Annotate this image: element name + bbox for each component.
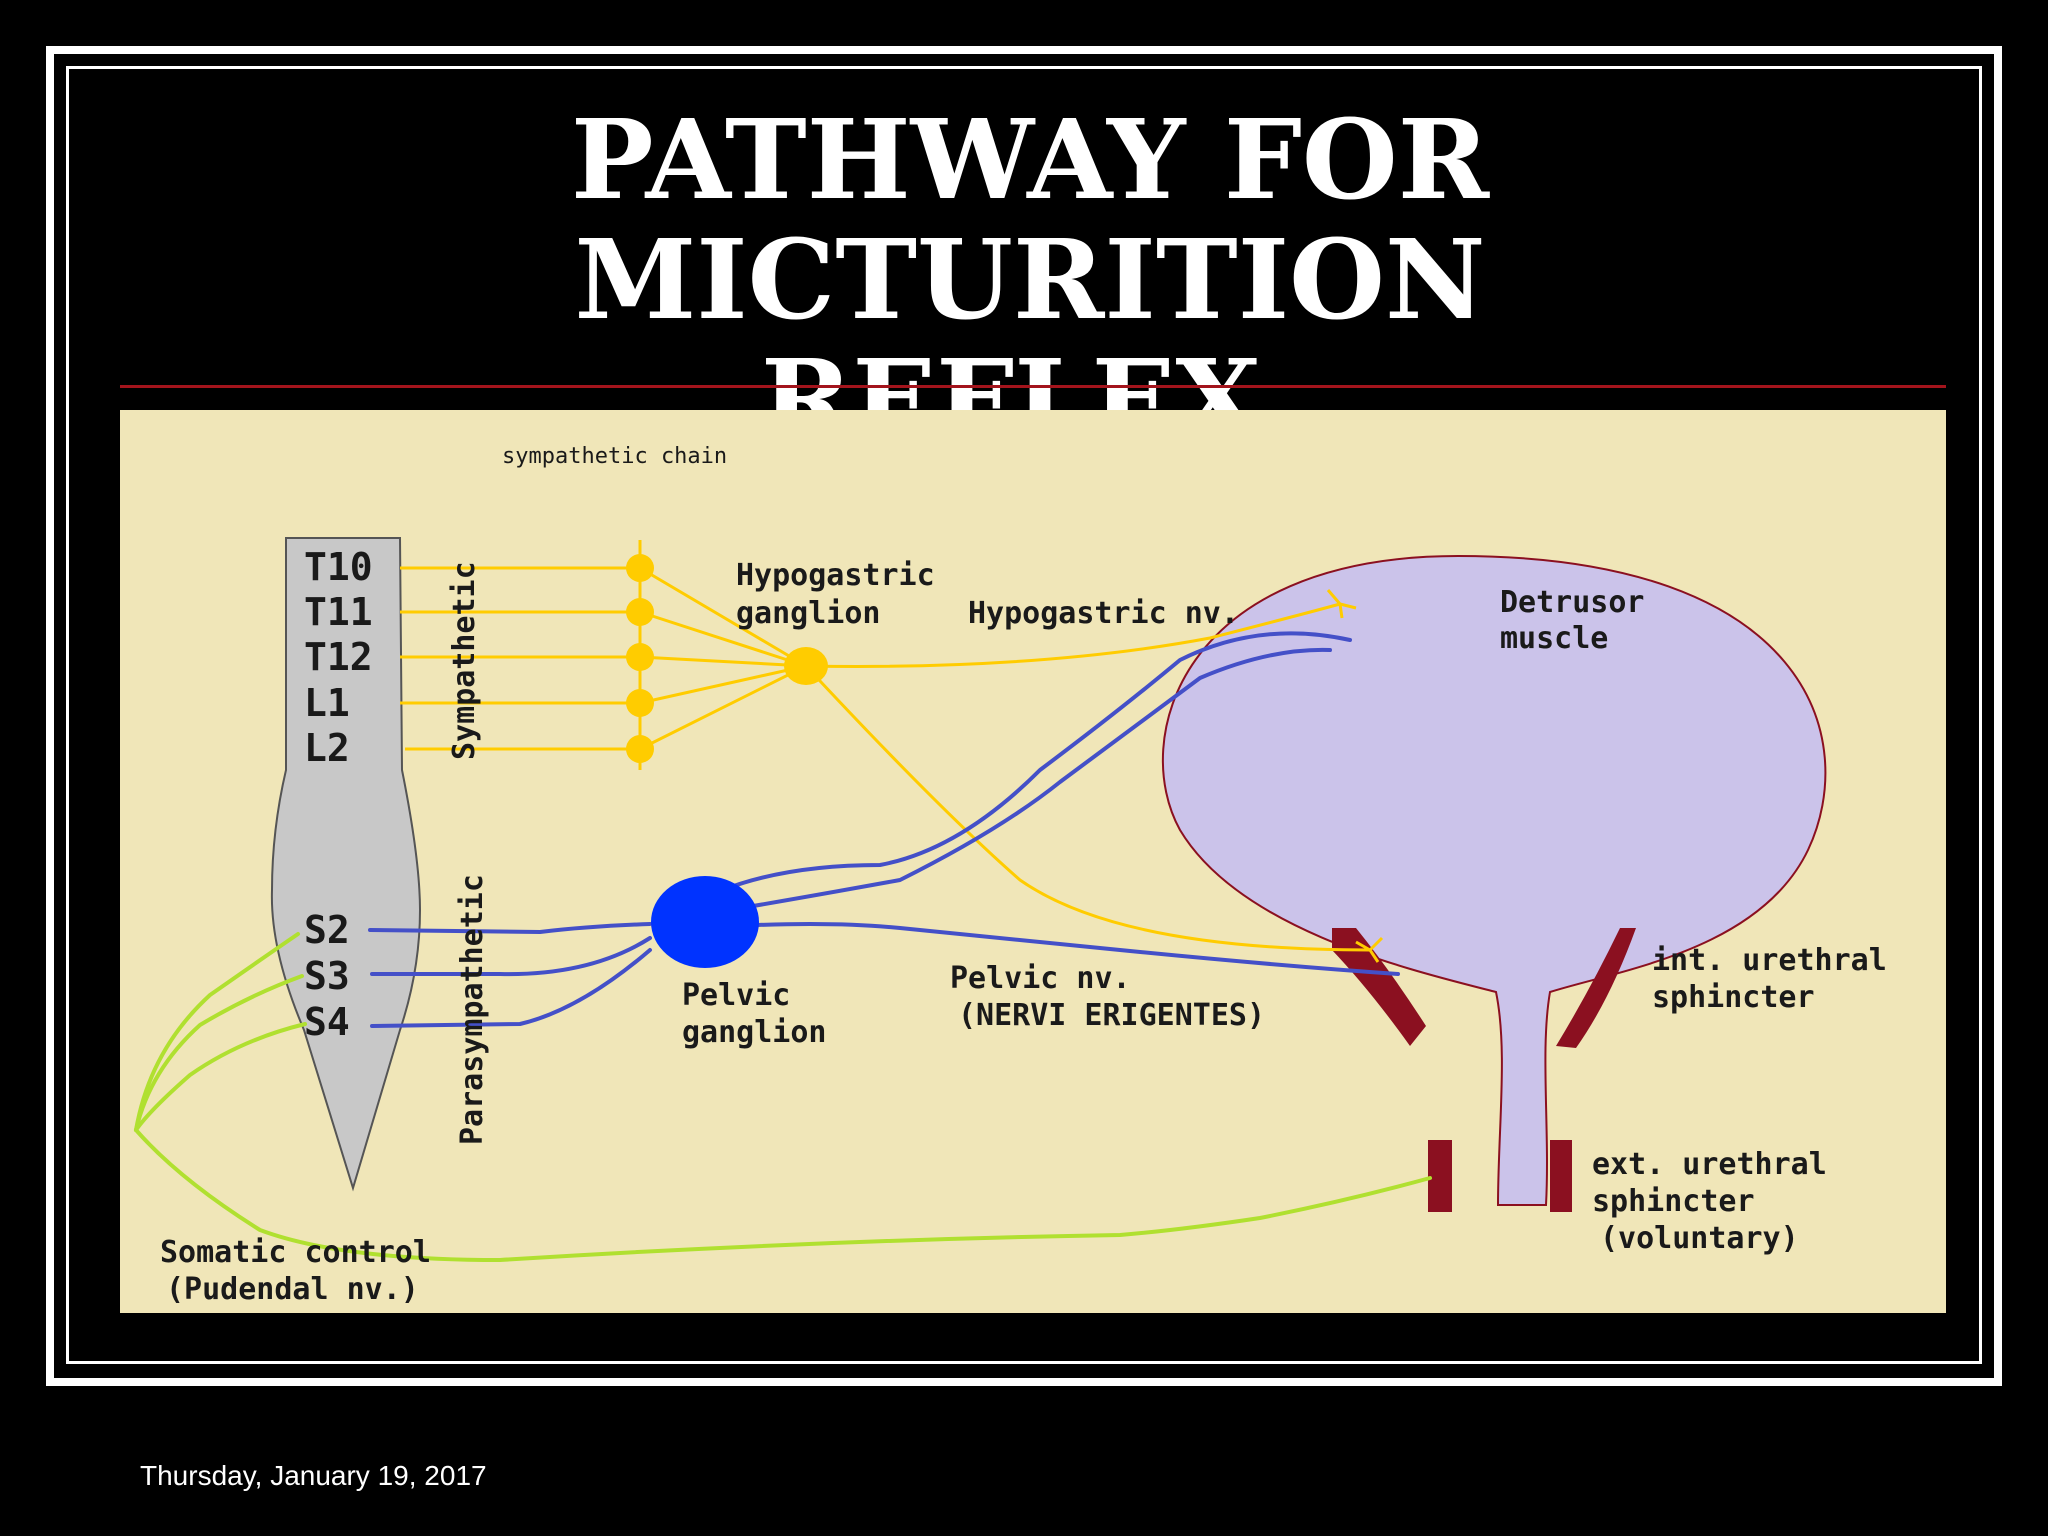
sympathetic-chain-label: sympathetic chain <box>502 444 727 469</box>
ext-sphincter-label-3: (voluntary) <box>1600 1221 1799 1256</box>
hypogastric-nerve <box>805 602 1341 668</box>
node-t12 <box>626 643 654 671</box>
somatic-s2 <box>134 932 300 1132</box>
segment-s2: S2 <box>304 908 350 952</box>
somatic-nerves <box>134 932 1432 1263</box>
micturition-diagram: sympathetic chain T10 T11 T12 L1 L2 S2 S… <box>120 410 1946 1313</box>
segment-t11: T11 <box>304 590 373 634</box>
hypogastric-to-sphincter <box>804 664 1371 952</box>
pelvic-ganglion-label-2: ganglion <box>682 1015 827 1050</box>
pelvic-nv-label-1: Pelvic nv. <box>950 961 1131 996</box>
hypogastric-nerve-ending <box>1326 589 1357 619</box>
node-l2 <box>626 735 654 763</box>
segment-l2: L2 <box>304 726 350 770</box>
segment-t10: T10 <box>304 545 373 589</box>
sympathetic-label: Sympathetic <box>447 561 482 760</box>
ext-sphincter-label-2: sphincter <box>1592 1184 1755 1219</box>
hypogastric-nv-label: Hypogastric nv. <box>968 596 1239 631</box>
segment-s3: S3 <box>304 954 350 998</box>
nerve-s3 <box>370 936 652 977</box>
parasympathetic-label: Parasympathetic <box>455 874 490 1145</box>
sphincter-nerve-ending <box>1355 936 1384 963</box>
somatic-label-1: Somatic control <box>160 1235 431 1270</box>
nerve-s2 <box>368 922 652 935</box>
pelvic-nv-label-2: (NERVI ERIGENTES) <box>958 998 1265 1033</box>
pelvic-to-detrusor-2 <box>698 647 1332 917</box>
int-sphincter-label-2: sphincter <box>1652 980 1815 1015</box>
title-line-1: PATHWAY FOR MICTURITION <box>570 95 1490 344</box>
node-l1 <box>626 689 654 717</box>
pelvic-ganglion-node <box>651 876 759 968</box>
footer-date: Thursday, January 19, 2017 <box>140 1460 487 1491</box>
int-urethral-sphincter-right <box>1556 928 1636 1048</box>
slide-title: PATHWAY FOR MICTURITION REFLEX. <box>120 100 1940 460</box>
detrusor-label-2: muscle <box>1500 621 1608 656</box>
ext-sphincter-label-1: ext. urethral <box>1592 1147 1827 1182</box>
parasympathetic-nerves <box>368 631 1400 1028</box>
pelvic-nerve <box>698 922 1400 976</box>
somatic-s3 <box>134 974 304 1132</box>
segment-l1: L1 <box>304 681 350 725</box>
hypogastric-ganglion-label-2: ganglion <box>736 596 881 631</box>
sympathetic-nerves <box>400 540 1384 963</box>
node-t11 <box>626 598 654 626</box>
int-urethral-sphincter-left <box>1332 928 1426 1046</box>
node-t10 <box>626 554 654 582</box>
ext-urethral-sphincter-left <box>1428 1140 1452 1212</box>
somatic-s4 <box>134 1022 307 1132</box>
pudendal-nerve <box>134 1128 1432 1263</box>
title-divider <box>120 385 1946 388</box>
slide-frame-inner <box>66 66 1982 1364</box>
segment-s4: S4 <box>304 1000 350 1044</box>
hypogastric-ganglion-node <box>784 647 828 685</box>
hypogastric-ganglion-label-1: Hypogastric <box>736 558 935 593</box>
chain-to-ganglion-fibers <box>639 566 807 751</box>
nerve-s4 <box>370 948 652 1028</box>
somatic-label-2: (Pudendal nv.) <box>166 1272 419 1307</box>
sympathetic-nodes <box>626 554 828 763</box>
ext-urethral-sphincter-right <box>1550 1140 1572 1212</box>
segment-t12: T12 <box>304 635 373 679</box>
detrusor-label-1: Detrusor <box>1500 585 1645 620</box>
pelvic-ganglion-label-1: Pelvic <box>682 978 790 1013</box>
slide-frame-outer <box>46 46 2002 1386</box>
pelvic-to-detrusor-1 <box>698 631 1352 902</box>
bladder <box>1161 554 1827 1206</box>
int-sphincter-label-1: int. urethral <box>1652 943 1887 978</box>
